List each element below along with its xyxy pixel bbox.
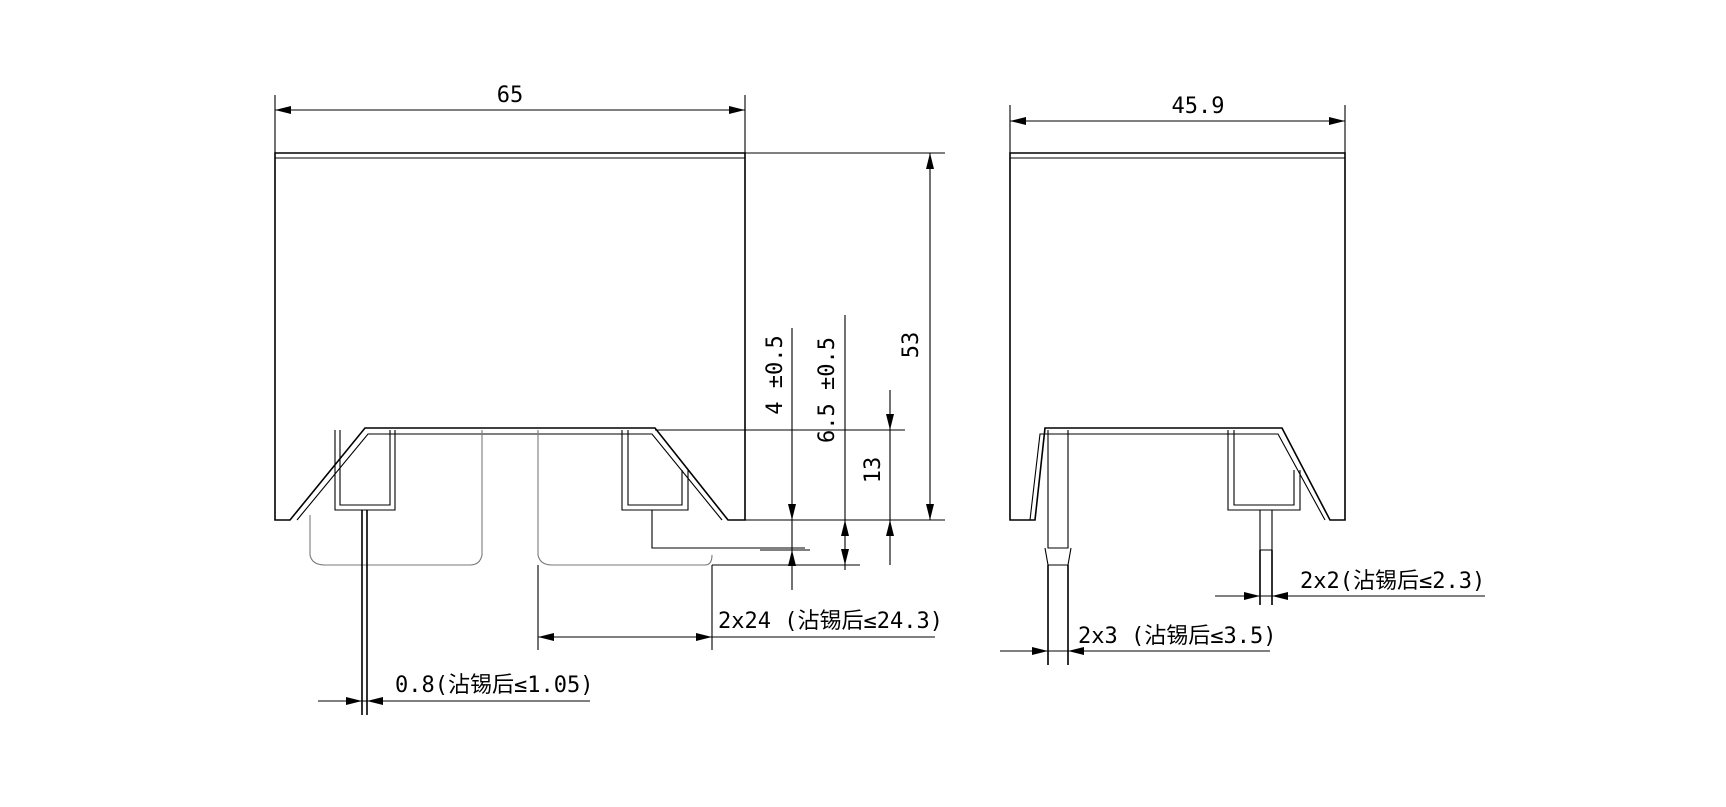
- side-left-pin-housing: [1047, 430, 1069, 549]
- front-left-pin-housing: [334, 430, 396, 511]
- dim-65-arrow-left: [275, 106, 291, 114]
- side-left-bevel-inner: [1029, 433, 1326, 521]
- dim-2x2-arrow-left: [1244, 592, 1260, 600]
- front-right-pin-housing-inner: [627, 430, 683, 506]
- side-left-pin-notch: [1044, 547, 1072, 566]
- front-right-pin-housing: [621, 430, 689, 511]
- dim-13-arrow-top: [886, 414, 894, 430]
- front-view: 65 53 4 ±0.5 6.5 ±0.5 13 2x24 (沾锡后≤24.3): [274, 83, 945, 715]
- dim-13-arrow-bottom: [886, 520, 894, 536]
- dim-65-label: 65: [497, 83, 524, 108]
- front-left-bevel-inner: [296, 433, 395, 521]
- front-left-pin-housing-inner: [339, 430, 391, 506]
- side-right-pin-housing-inner: [1233, 430, 1295, 506]
- dim-53-label: 53: [899, 332, 924, 359]
- dim-08-label: 0.8(沾锡后≤1.05): [395, 673, 593, 698]
- dim-65b-label: 6.5 ±0.5: [815, 337, 840, 443]
- dim-53-arrow-top: [926, 153, 934, 169]
- dim-4-arrow-bottom: [788, 550, 796, 566]
- dim-2x24-arrow-left: [538, 633, 554, 641]
- front-body-outline: [274, 152, 746, 521]
- dim-08-arrow-left: [346, 697, 362, 705]
- dim-2x3-label: 2x3 (沾锡后≤3.5): [1078, 624, 1276, 649]
- dim-13-label: 13: [861, 457, 886, 484]
- dim-53-arrow-bottom: [926, 504, 934, 520]
- dim-2x24-arrow-right: [696, 633, 712, 641]
- side-right-pin-housing: [1227, 430, 1301, 511]
- front-left-lower-bracket: [309, 430, 483, 566]
- dim-459-label: 45.9: [1172, 94, 1225, 119]
- side-right-pin: [1259, 510, 1273, 551]
- front-center-lower-bracket: [537, 430, 713, 566]
- dim-2x24-label: 2x24 (沾锡后≤24.3): [718, 609, 943, 634]
- dim-2x2-label: 2x2(沾锡后≤2.3): [1300, 569, 1485, 594]
- dim-459-arrow-right: [1329, 117, 1345, 125]
- side-body-outline: [1009, 152, 1346, 521]
- dim-4-label: 4 ±0.5: [763, 335, 788, 414]
- dim-2x3-arrow-left: [1032, 647, 1048, 655]
- dim-65b-arrow-top: [841, 520, 849, 536]
- dim-2x3-arrow-right: [1068, 647, 1084, 655]
- dim-65-arrow-right: [729, 106, 745, 114]
- dim-2x2-arrow-right: [1272, 592, 1288, 600]
- side-view: 45.9 2x3 (沾锡后≤3.5) 2x2(沾锡后≤2.3): [1000, 94, 1485, 665]
- dim-459-arrow-left: [1010, 117, 1026, 125]
- front-right-pin-stub: [651, 510, 805, 549]
- dim-65b-arrow-bottom: [841, 549, 849, 565]
- dim-08-arrow-right: [367, 697, 383, 705]
- dim-4-arrow-top: [788, 504, 796, 520]
